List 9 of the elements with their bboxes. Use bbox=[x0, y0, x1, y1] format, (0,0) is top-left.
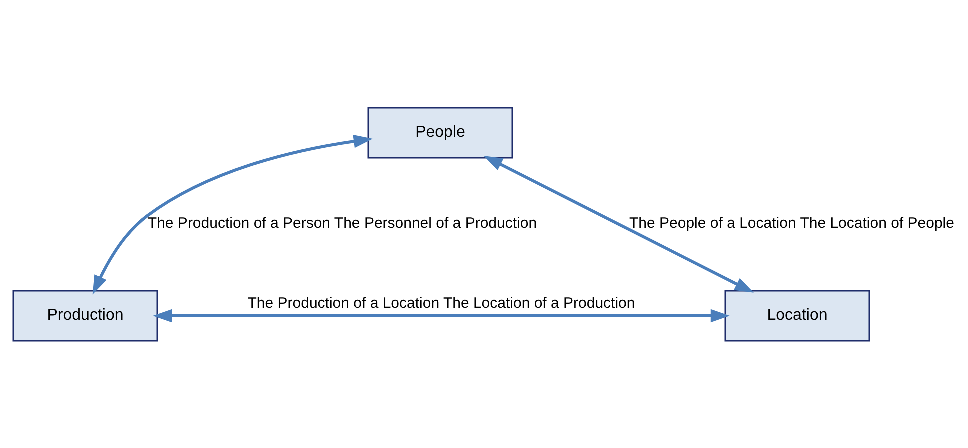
node-box: Production bbox=[12, 290, 158, 342]
arrow bbox=[484, 155, 754, 292]
edge-label: The Production of a Person The Personnel of a Production bbox=[148, 214, 538, 232]
node-box: People bbox=[368, 106, 514, 158]
edge-label: The Production of a Location The Location of a Production bbox=[248, 294, 636, 312]
arrow bbox=[92, 134, 373, 294]
edge-label: The People of a Location The Location of People bbox=[630, 214, 954, 232]
node-box: Location bbox=[724, 290, 870, 342]
arrow bbox=[153, 308, 730, 322]
